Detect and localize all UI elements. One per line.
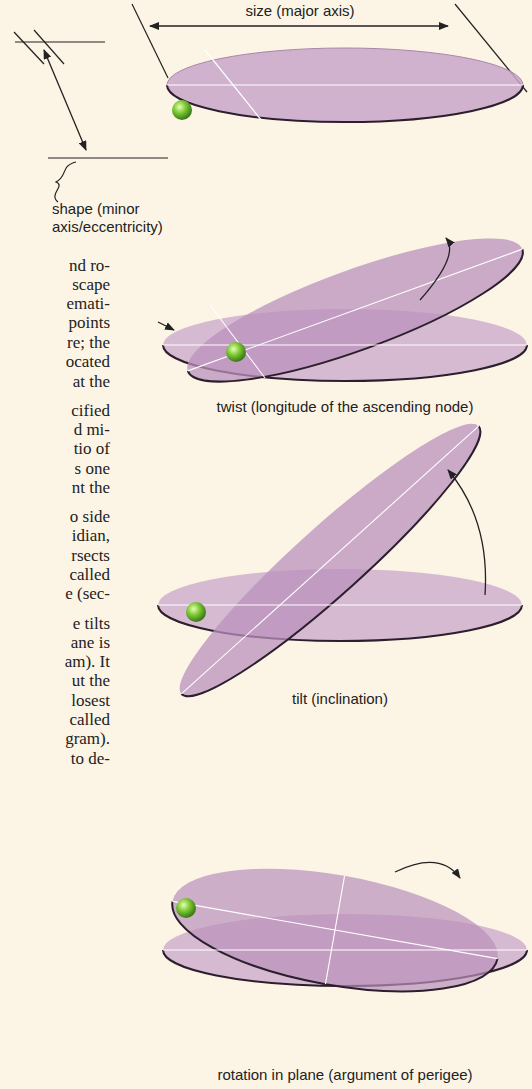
rotation-panel: [163, 847, 527, 1013]
body-text-fragment: at the: [2, 372, 110, 391]
dimension-label: size (major axis): [242, 2, 357, 20]
body-text-fragment: gram).: [2, 729, 110, 748]
dimension-label: shape (minor axis/eccentricity): [52, 200, 182, 236]
body-text-fragment: ane is: [2, 633, 110, 652]
caption-label: tilt (inclination): [292, 690, 388, 708]
body-text-fragment: ocated: [2, 352, 110, 371]
body-text-fragment: ut the: [2, 671, 110, 690]
body-text-fragment: emati-: [2, 294, 110, 313]
body-text-fragment: o side: [2, 507, 110, 526]
twist-panel: [158, 212, 532, 409]
tilt-panel: [158, 401, 522, 719]
body-text-fragment: s one: [2, 459, 110, 478]
body-text-fragment: d mi-: [2, 420, 110, 439]
body-text-fragment: points: [2, 313, 110, 332]
body-text-fragment: re; the: [2, 333, 110, 352]
size-panel: [14, 4, 527, 202]
body-text-fragment: to de-: [2, 749, 110, 768]
body-text-fragment: nd ro-: [2, 256, 110, 275]
body-text-fragment: idian,: [2, 526, 110, 545]
body-text-fragment: rsects: [2, 546, 110, 565]
body-text-fragment: called: [2, 710, 110, 729]
body-text-fragment: losest: [2, 691, 110, 710]
body-text-fragment: nt the: [2, 478, 110, 497]
body-text-fragment: cified: [2, 401, 110, 420]
caption-label: rotation in plane (argument of perigee): [217, 1066, 472, 1084]
body-text-fragment: am). It: [2, 652, 110, 671]
body-text-fragment: called: [2, 565, 110, 584]
body-text-fragment: tio of: [2, 439, 110, 458]
body-text-fragment: e (sec-: [2, 584, 110, 603]
body-text-fragment: scape: [2, 275, 110, 294]
caption-label: twist (longitude of the ascending node): [217, 398, 474, 416]
body-text-fragment: e tilts: [2, 614, 110, 633]
